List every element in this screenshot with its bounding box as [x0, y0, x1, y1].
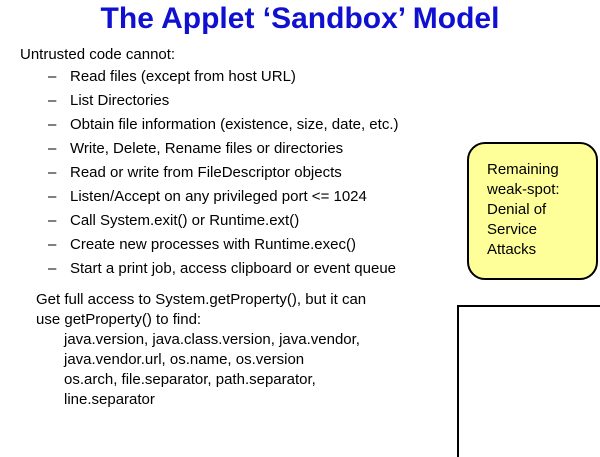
- intro-text: Untrusted code cannot:: [20, 46, 176, 63]
- empty-frame: [457, 305, 600, 457]
- property-line: java.vendor.url, os.name, os.version: [64, 351, 305, 368]
- callout-line: Denial of: [487, 201, 547, 218]
- property-line: os.arch, file.separator, path.separator,: [64, 371, 316, 388]
- dash-bullet: –: [48, 68, 57, 85]
- dash-bullet: –: [48, 236, 57, 253]
- paragraph-line: use getProperty() to find:: [36, 311, 202, 328]
- list-item: –Obtain file information (existence, siz…: [48, 116, 398, 140]
- list-item: –List Directories: [48, 92, 398, 116]
- dash-bullet: –: [48, 92, 57, 109]
- callout-line: Remaining: [487, 161, 559, 178]
- dash-bullet: –: [48, 164, 57, 181]
- dash-bullet: –: [48, 140, 57, 157]
- list-item: –Read files (except from host URL): [48, 68, 398, 92]
- list-item: –Read or write from FileDescriptor objec…: [48, 164, 398, 188]
- slide-title: The Applet ‘Sandbox’ Model: [100, 2, 500, 35]
- list-item: –Start a print job, access clipboard or …: [48, 260, 398, 284]
- callout-line: weak-spot:: [487, 181, 560, 198]
- property-paragraph: Get full access to System.getProperty(),…: [36, 290, 366, 410]
- paragraph-line: Get full access to System.getProperty(),…: [36, 291, 367, 308]
- dash-bullet: –: [48, 116, 57, 133]
- dash-bullet: –: [48, 212, 57, 229]
- list-item: –Call System.exit() or Runtime.ext(): [48, 212, 398, 236]
- property-line: line.separator: [64, 391, 155, 408]
- dash-bullet: –: [48, 188, 57, 205]
- restriction-list: –Read files (except from host URL) –List…: [48, 68, 398, 284]
- list-item: –Listen/Accept on any privileged port <=…: [48, 188, 398, 212]
- callout-line: Attacks: [487, 241, 537, 258]
- property-line: java.version, java.class.version, java.v…: [64, 331, 360, 348]
- dash-bullet: –: [48, 260, 57, 277]
- weak-spot-callout: Remaining weak-spot: Denial of Service A…: [467, 142, 598, 280]
- callout-line: Service: [487, 221, 538, 238]
- list-item: –Write, Delete, Rename files or director…: [48, 140, 398, 164]
- list-item: –Create new processes with Runtime.exec(…: [48, 236, 398, 260]
